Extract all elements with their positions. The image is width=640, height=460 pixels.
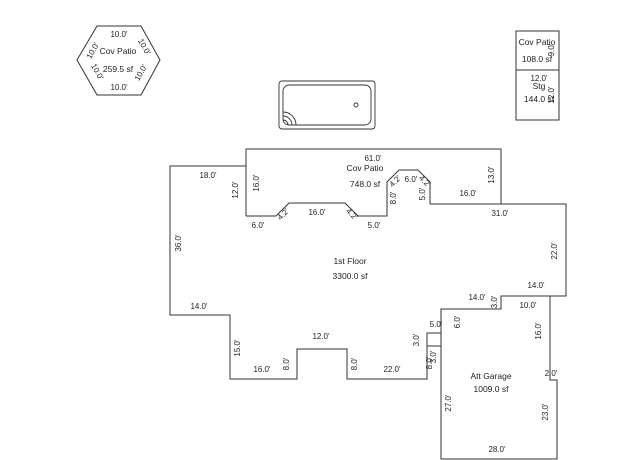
dim-label: 27.0' (444, 394, 453, 412)
room-area: 3300.0 sf (333, 271, 369, 281)
dim-label: 16.0' (534, 322, 543, 340)
room-area: 1009.0 sf (474, 384, 510, 394)
dim-label: 3.0' (490, 295, 499, 308)
dim-label: 14.0' (527, 281, 545, 290)
dim-label: 6.0' (252, 221, 265, 230)
dim-label: 12.0' (547, 86, 556, 104)
dim-label: 4.2' (388, 173, 404, 189)
dim-label: 23.0' (541, 403, 550, 421)
dim-label: 3.0' (412, 333, 421, 346)
room-name: Cov Patio (519, 37, 556, 47)
dim-label: 3.0' (429, 350, 438, 363)
dim-label: 6.0' (405, 175, 418, 184)
dim-label: 4.2' (344, 207, 360, 223)
dim-label: 10.0' (110, 30, 128, 39)
dim-label: 16.0' (459, 189, 477, 198)
dim-label: 8.0' (389, 191, 398, 204)
dim-label: 14.0' (468, 293, 486, 302)
storage-room (515, 69, 560, 121)
dim-label: 10.0' (519, 301, 537, 310)
dim-label: 13.0' (487, 166, 496, 184)
dim-label: 8.0' (350, 357, 359, 370)
room-name: Att Garage (470, 371, 511, 381)
dim-label: 14.0' (190, 302, 208, 311)
pool-outer (278, 80, 376, 130)
dim-label: 10.0' (110, 83, 128, 92)
pool-steps-icon (282, 111, 297, 126)
dim-label: 10.0' (136, 37, 153, 57)
dim-label: 22.0' (550, 242, 559, 260)
cov-patio-main-cut (246, 169, 431, 217)
pool-drain-icon (353, 102, 359, 108)
dim-label: 15.0' (233, 339, 242, 357)
cov-patio-main-outline (245, 148, 502, 204)
dim-label: 6.0' (453, 315, 462, 328)
dim-label: 12.0' (530, 74, 548, 83)
dim-label: 5.0' (418, 187, 427, 200)
garage-outline (440, 296, 558, 460)
dim-label: 8.0' (282, 357, 291, 370)
dim-label: 61.0' (364, 154, 382, 163)
room-name: Cov Patio (100, 46, 137, 56)
dim-label: 5.0' (430, 320, 443, 329)
room-name: 1st Floor (333, 256, 366, 266)
dim-label: 12.0' (231, 181, 240, 199)
room-name: Stg (533, 81, 546, 91)
dim-label: 16.0' (253, 365, 271, 374)
room-area: 144.0 sf (524, 94, 555, 104)
room-area: 108.0 sf (522, 54, 553, 64)
cov-patio-hexagon (76, 25, 161, 96)
dim-label: 12.0' (312, 332, 330, 341)
dim-label: 5.0' (368, 221, 381, 230)
dim-label: 2.0' (545, 369, 558, 378)
dim-label: 9.0' (547, 43, 556, 56)
dim-label: 4.2' (276, 206, 292, 222)
dim-label: 22.0' (383, 365, 401, 374)
dim-label: 16.0' (252, 174, 261, 192)
pool-inner (282, 84, 372, 126)
dim-label: 18.0' (199, 171, 217, 180)
first-floor-outline (169, 165, 567, 380)
dim-label: 28.0' (488, 445, 506, 454)
room-area: 748.0 sf (350, 179, 381, 189)
dim-label: 10.0' (133, 63, 150, 83)
room-area: 259.5 sf (103, 64, 134, 74)
room-name: Cov Patio (347, 163, 384, 173)
dim-label: 31.0' (491, 209, 509, 218)
dim-label: 16.0' (308, 208, 326, 217)
dim-label: 36.0' (174, 234, 183, 252)
dim-label: 8.0' (425, 356, 434, 369)
